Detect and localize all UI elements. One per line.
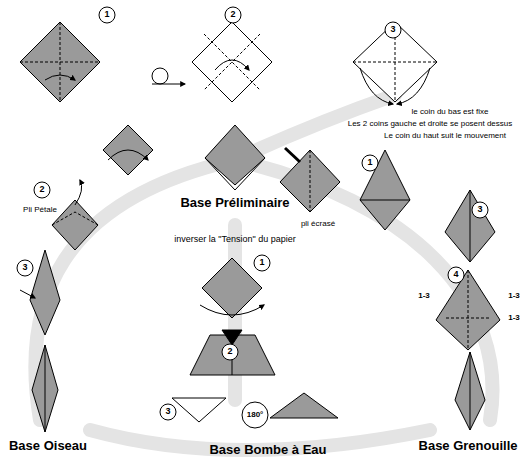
callout-number: 1 <box>367 158 372 168</box>
callout-number: 3 <box>390 25 395 35</box>
note-text: le coin du bas est fixe <box>412 108 489 117</box>
callout-number: 2 <box>227 347 232 357</box>
note-text: Les 2 coins gauche et droite se posent d… <box>348 120 513 129</box>
base-title: Base Oiseau <box>9 439 87 453</box>
callout-number: 2 <box>39 185 44 195</box>
step-reference: 1-3 <box>508 314 520 323</box>
callout-number: 3 <box>22 263 27 273</box>
fold-name: Pli Pétale <box>23 206 57 215</box>
fold-figures <box>20 22 500 432</box>
base-title: Base Grenouille <box>419 439 518 453</box>
step-reference: 1-3 <box>418 292 430 301</box>
rotation-angle: 180° <box>247 411 264 420</box>
note-text: Le coin du haut suit le mouvement <box>384 132 506 141</box>
base-title: Base Préliminaire <box>180 196 289 210</box>
callout-number: 1 <box>259 258 264 268</box>
callout-number: 4 <box>453 270 458 280</box>
note-text: inverser la "Tension" du papier <box>174 235 295 245</box>
callout-number: 1 <box>104 10 109 20</box>
callout-circles <box>17 7 488 420</box>
step-reference: 1-3 <box>508 292 520 301</box>
path-band <box>35 95 492 450</box>
fold-name: pli écrasé <box>301 220 335 229</box>
base-title: Base Bombe à Eau <box>209 443 326 457</box>
callout-number: 3 <box>477 205 482 215</box>
callout-number: 2 <box>230 10 235 20</box>
callout-number: 3 <box>165 407 170 417</box>
